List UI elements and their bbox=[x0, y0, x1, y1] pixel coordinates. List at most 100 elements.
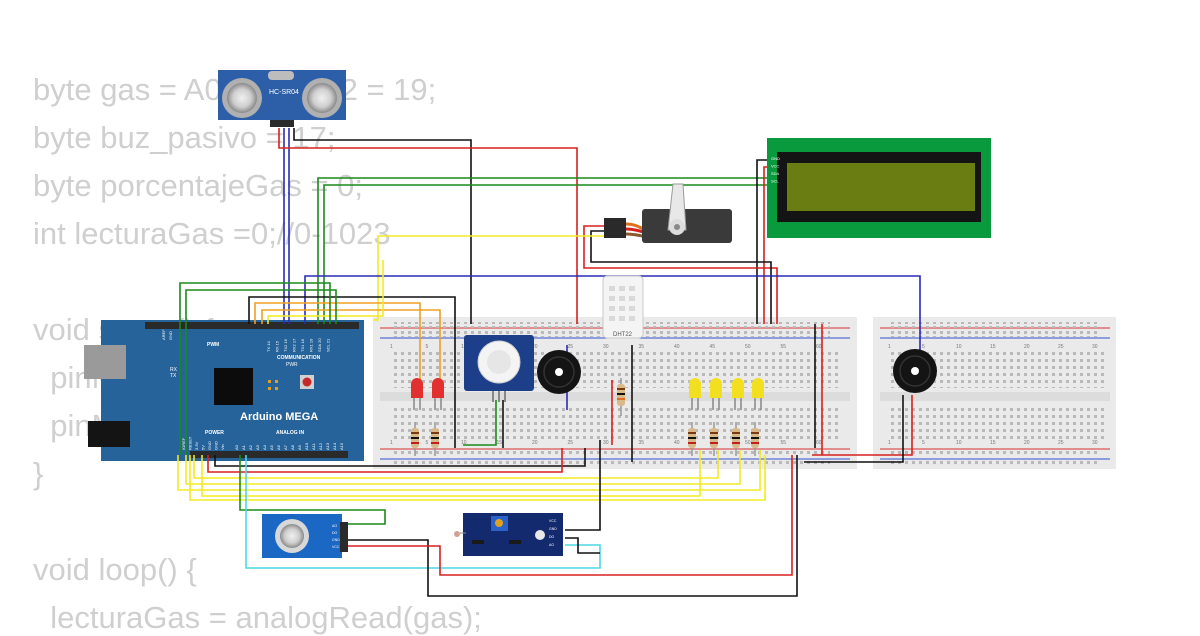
resistor bbox=[732, 422, 740, 456]
resistor bbox=[688, 422, 696, 456]
column-number: 25 bbox=[1058, 440, 1064, 446]
pin-label: SCL 21 bbox=[326, 338, 331, 352]
buzzer-small-board[interactable] bbox=[893, 349, 937, 393]
column-number: 30 bbox=[603, 440, 609, 446]
ultrasonic-label: HC-SR04 bbox=[269, 89, 299, 96]
wire-yellow bbox=[193, 450, 719, 479]
pin-label: A11 bbox=[311, 442, 316, 450]
light-sensor-module[interactable]: VCC GND DO AO bbox=[454, 513, 563, 556]
aref-pin-label: AREF bbox=[161, 329, 166, 340]
resistor bbox=[431, 422, 439, 456]
pin-label: GND bbox=[207, 441, 212, 450]
wire-yellow bbox=[267, 260, 384, 324]
wire-orange bbox=[261, 309, 441, 390]
code-line: void loop() { bbox=[33, 552, 197, 587]
wire-black bbox=[214, 448, 586, 467]
wire-black bbox=[346, 455, 798, 597]
column-number: 20 bbox=[532, 344, 538, 350]
pin-label: 5V bbox=[201, 445, 206, 450]
analog-header bbox=[190, 451, 348, 458]
resistor bbox=[710, 422, 718, 456]
pin-label: TX1 18 bbox=[300, 338, 305, 352]
pin-label: A9 bbox=[297, 444, 302, 450]
column-number: 10 bbox=[956, 440, 962, 446]
column-number: 15 bbox=[990, 440, 996, 446]
pin-label: RX2 17 bbox=[292, 338, 297, 352]
pin-label: A15 bbox=[339, 442, 344, 450]
column-number: 25 bbox=[568, 440, 574, 446]
wire-black bbox=[293, 128, 472, 324]
wire-yellow bbox=[189, 455, 766, 501]
pin-label: A7 bbox=[283, 444, 288, 450]
wire-red bbox=[207, 448, 563, 473]
pin-label: A8 bbox=[290, 444, 295, 450]
column-number: 15 bbox=[990, 344, 996, 350]
wire-green bbox=[463, 400, 497, 446]
pin-label: DO bbox=[332, 531, 338, 535]
column-number: 35 bbox=[639, 440, 645, 446]
buzzer-main[interactable] bbox=[537, 350, 581, 394]
digital-header bbox=[145, 322, 359, 329]
pir-sensor[interactable] bbox=[464, 335, 534, 402]
dht22-sensor[interactable]: DHT22 bbox=[602, 275, 644, 339]
board-title: Arduino MEGA bbox=[240, 411, 318, 423]
pin-label: RESET bbox=[188, 436, 193, 450]
column-number: 15 bbox=[497, 440, 503, 446]
led-yellow bbox=[752, 378, 764, 410]
arduino-mega-board[interactable]: Arduino MEGA PWM COMMUNICATION PWR POWER… bbox=[84, 320, 364, 461]
wire-green bbox=[185, 289, 337, 455]
pin-label: AO bbox=[549, 543, 554, 547]
gnd-pin-label: GND bbox=[168, 331, 173, 340]
code-line: lecturaGas = analogRead(gas); bbox=[33, 600, 482, 635]
column-number: 30 bbox=[1092, 344, 1098, 350]
power-label: POWER bbox=[205, 430, 224, 436]
pin-label: DO bbox=[549, 535, 555, 539]
column-number: 25 bbox=[568, 344, 574, 350]
column-number: 40 bbox=[674, 440, 680, 446]
code-line: byte porcentajeGas = 0; bbox=[33, 168, 364, 203]
pin-label: A3 bbox=[255, 444, 260, 450]
column-number: 5 bbox=[922, 440, 925, 446]
ultrasonic-sensor[interactable]: HC-SR04 bbox=[218, 70, 346, 127]
column-number: 20 bbox=[1024, 344, 1030, 350]
column-number: 25 bbox=[1058, 344, 1064, 350]
pin-label: GND bbox=[549, 527, 557, 531]
column-number: 5 bbox=[922, 344, 925, 350]
pin-label: SCL bbox=[771, 179, 780, 184]
column-number: 20 bbox=[1024, 440, 1030, 446]
pin-label: SDA 20 bbox=[317, 338, 322, 352]
pin-label: 3.3V bbox=[194, 441, 199, 450]
wire-black bbox=[248, 296, 456, 448]
tx-led-label: TX bbox=[170, 373, 177, 379]
pin-label: Vin bbox=[220, 444, 225, 450]
breadboard-main: 1155101015152020252530303535404045455050… bbox=[373, 317, 857, 469]
communication-label: COMMUNICATION bbox=[277, 355, 321, 361]
servo-motor[interactable] bbox=[604, 183, 732, 243]
wire-cyan bbox=[245, 455, 601, 569]
pin-label: SDA bbox=[771, 171, 780, 176]
pin-label: A1 bbox=[241, 444, 246, 450]
column-number: 60 bbox=[816, 344, 822, 350]
column-number: 40 bbox=[674, 344, 680, 350]
pin-label: IOREF bbox=[181, 437, 186, 450]
pin-label: VCC bbox=[549, 519, 557, 523]
pin-label: A2 bbox=[248, 444, 253, 450]
wire-red bbox=[583, 225, 778, 324]
column-number: 10 bbox=[956, 344, 962, 350]
column-number: 1 bbox=[390, 344, 393, 350]
column-number: 20 bbox=[532, 440, 538, 446]
usb-port bbox=[84, 345, 126, 379]
wire-black bbox=[565, 440, 601, 531]
wire-red bbox=[346, 455, 793, 576]
column-number: 30 bbox=[1092, 440, 1098, 446]
wires bbox=[177, 128, 921, 597]
pin-label: A14 bbox=[332, 442, 337, 450]
wire-orange bbox=[254, 302, 421, 390]
pin-label: AO bbox=[332, 524, 337, 528]
pin-label: A12 bbox=[318, 442, 323, 450]
